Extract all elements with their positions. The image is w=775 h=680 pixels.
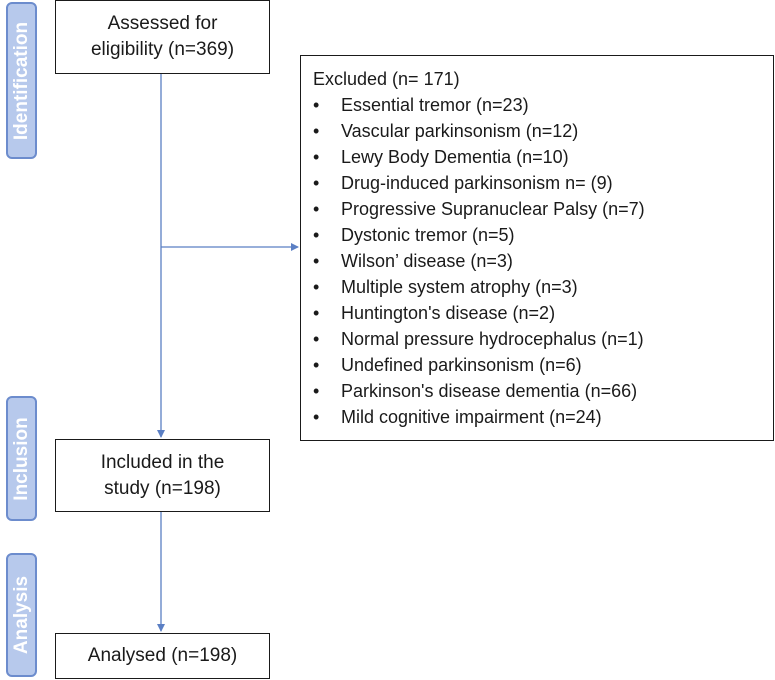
stage-identification-label: Identification <box>10 21 32 140</box>
excluded-item: Normal pressure hydrocephalus (n=1) <box>313 326 763 352</box>
included-box: Included in the study (n=198) <box>55 439 270 512</box>
stage-identification: Identification <box>6 2 37 159</box>
excluded-item: Mild cognitive impairment (n=24) <box>313 404 763 430</box>
stage-inclusion-label: Inclusion <box>10 416 32 501</box>
excluded-item: Parkinson's disease dementia (n=66) <box>313 378 763 404</box>
assessed-line2: eligibility (n=369) <box>90 39 235 60</box>
excluded-item: Multiple system atrophy (n=3) <box>313 274 763 300</box>
stage-inclusion: Inclusion <box>6 396 37 521</box>
assessed-line1: Assessed for <box>107 13 218 34</box>
excluded-item: Wilson’ disease (n=3) <box>313 248 763 274</box>
excluded-item: Essential tremor (n=23) <box>313 92 763 118</box>
excluded-item: Vascular parkinsonism (n=12) <box>313 118 763 144</box>
excluded-item: Huntington's disease (n=2) <box>313 300 763 326</box>
analysed-box: Analysed (n=198) <box>55 633 270 679</box>
excluded-list: Essential tremor (n=23) Vascular parkins… <box>313 92 763 430</box>
excluded-item: Drug-induced parkinsonism n= (9) <box>313 170 763 196</box>
stage-analysis: Analysis <box>6 553 37 677</box>
excluded-item: Lewy Body Dementia (n=10) <box>313 144 763 170</box>
excluded-box: Excluded (n= 171) Essential tremor (n=23… <box>300 55 774 441</box>
included-line2: study (n=198) <box>104 477 221 499</box>
excluded-item: Dystonic tremor (n=5) <box>313 222 763 248</box>
excluded-title: Excluded (n= 171) <box>313 69 460 89</box>
excluded-item: Progressive Supranuclear Palsy (n=7) <box>313 196 763 222</box>
assessed-box: Assessed for eligibility (n=369) <box>55 0 270 74</box>
included-line1: Included in the <box>100 451 225 473</box>
excluded-item: Undefined parkinsonism (n=6) <box>313 352 763 378</box>
stage-analysis-label: Analysis <box>10 575 32 655</box>
analysed-label: Analysed (n=198) <box>87 645 238 666</box>
